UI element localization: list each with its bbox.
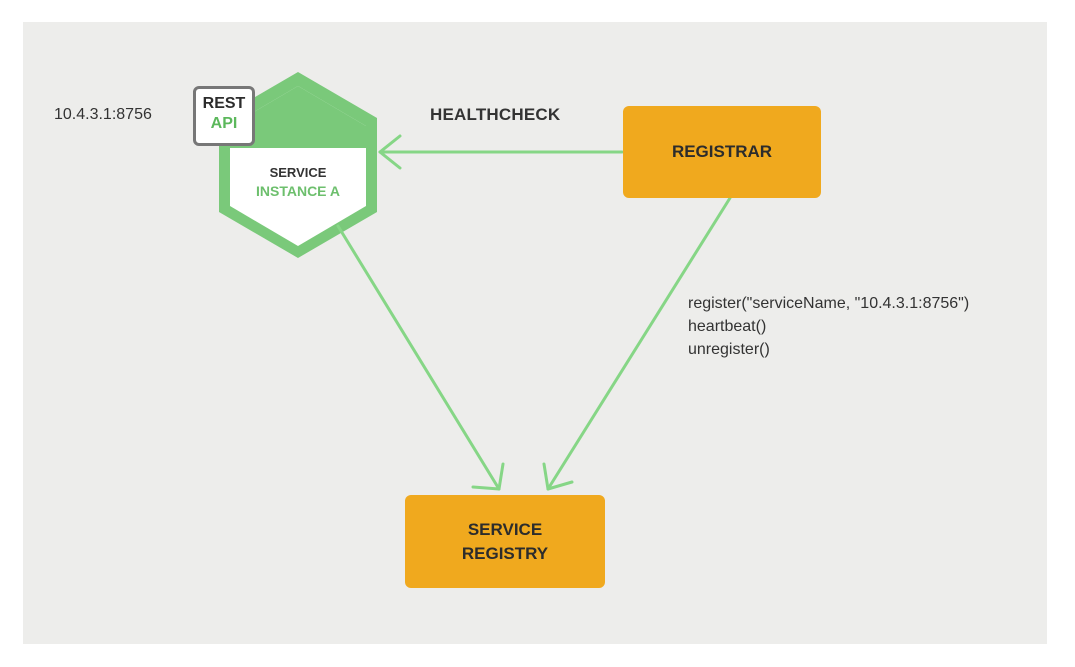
registrar-label: REGISTRAR	[671, 142, 773, 161]
rest-api-badge: REST API	[193, 86, 255, 146]
service-registry-line1: SERVICE	[467, 519, 543, 539]
rest-api-line1: REST	[202, 95, 246, 112]
service-to-registry-arrow	[336, 224, 505, 491]
registrar-calls: register("serviceName, "10.4.3.1:8756") …	[688, 292, 969, 361]
registrar-box: REGISTRAR	[623, 106, 821, 198]
service-instance-label-line2: INSTANCE A	[256, 183, 340, 199]
instance-address: 10.4.3.1:8756	[54, 106, 152, 123]
service-registry-line2: REGISTRY	[461, 543, 549, 563]
healthcheck-arrow	[378, 134, 624, 170]
service-instance-label-line1: SERVICE	[269, 165, 327, 180]
healthcheck-label: HEALTHCHECK	[430, 105, 561, 124]
service-registry-box: SERVICE REGISTRY	[405, 495, 605, 588]
service-instance-hexagon	[219, 72, 377, 258]
rest-api-line2: API	[210, 115, 238, 132]
call-register: register("serviceName, "10.4.3.1:8756")	[688, 295, 970, 312]
registrar-to-registry-arrow	[542, 196, 732, 491]
service-instance-label: SERVICE INSTANCE A	[238, 164, 358, 200]
call-unregister: unregister()	[688, 341, 770, 358]
call-heartbeat: heartbeat()	[688, 318, 767, 335]
